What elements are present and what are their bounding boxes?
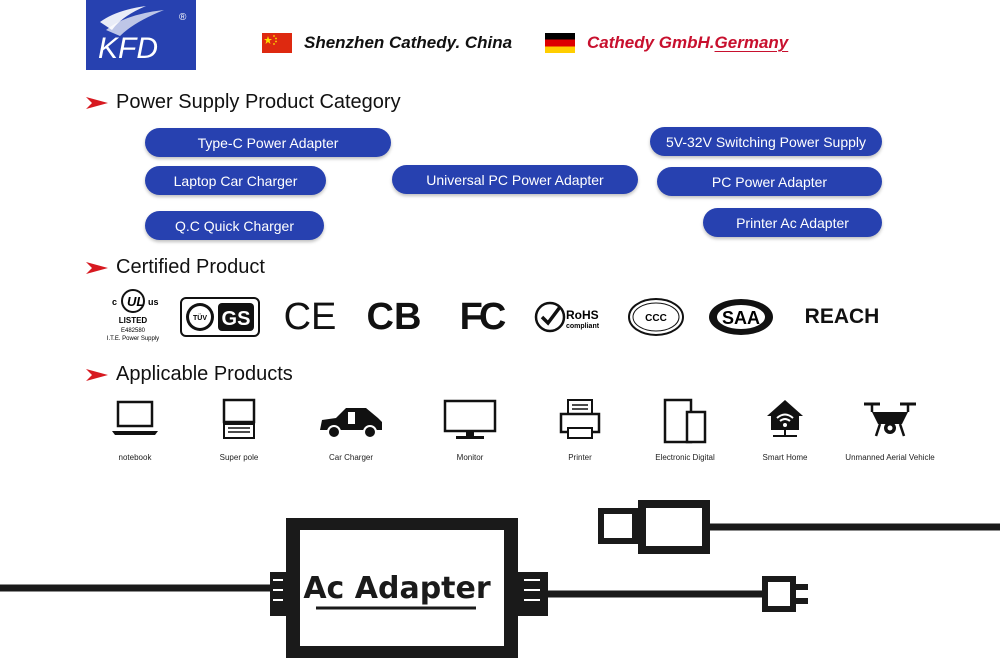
rohs-sub: compliant: [566, 323, 600, 330]
rohs-icon: RoHS compliant: [534, 301, 600, 333]
product-notebook-label: notebook: [118, 453, 152, 462]
applicable-title-text: Applicable Products: [116, 363, 293, 385]
notebook-icon: [112, 400, 158, 435]
company-china: Shenzhen Cathedy. China: [262, 33, 512, 53]
ccc-mark: CCC: [626, 292, 686, 342]
tuv-gs-icon: TÜV GS: [180, 297, 260, 337]
registered-mark: ®: [179, 12, 187, 23]
ce-mark: CE: [283, 295, 337, 338]
category-pill-switching-supply[interactable]: 5V-32V Switching Power Supply: [650, 127, 882, 156]
ul-desc: I.T.E. Power Supply: [107, 336, 159, 342]
company-germany-country: Germany: [714, 33, 789, 52]
category-pill-pc-power-adapter[interactable]: PC Power Adapter: [657, 167, 882, 196]
svg-text:UL: UL: [127, 294, 144, 309]
category-pill-type-c[interactable]: Type-C Power Adapter: [145, 128, 391, 157]
saa-icon: SAA: [709, 299, 773, 335]
ul-logo-icon: UL c us LISTED E482580 I.T.E. Power Supp…: [107, 289, 159, 342]
rohs-mark: RoHS compliant: [534, 292, 606, 342]
logo-text: KFD: [98, 32, 158, 65]
red-arrow-icon: [86, 261, 108, 274]
gs-text: GS: [222, 308, 251, 330]
product-monitor: Monitor: [415, 398, 525, 462]
ul-listed-mark: UL c us LISTED E482580 I.T.E. Power Supp…: [98, 288, 168, 344]
monitor-icon: [443, 399, 497, 439]
tablet-phone-icon: [663, 398, 707, 444]
product-smart-home: Smart Home: [730, 398, 840, 462]
category-section-title: Power Supply Product Category: [86, 91, 401, 114]
ul-file: E482580: [121, 328, 146, 334]
product-super-pole-label: Super pole: [219, 453, 259, 462]
category-pill-universal-pc[interactable]: Universal PC Power Adapter: [392, 165, 638, 194]
strain-relief-left: [270, 572, 286, 616]
product-car-charger: Car Charger: [296, 398, 406, 462]
electric-car-icon: [320, 408, 382, 439]
printer-icon: [559, 399, 601, 439]
tuv-gs-mark: TÜV GS: [180, 292, 260, 342]
product-smart-home-label: Smart Home: [762, 453, 808, 462]
ul-us: us: [148, 297, 159, 307]
cb-mark: CB: [366, 295, 422, 338]
ul-c: c: [112, 297, 117, 307]
product-car-charger-label: Car Charger: [328, 453, 373, 462]
applicable-section-title: Applicable Products: [86, 363, 293, 386]
reach-mark: REACH: [804, 305, 880, 328]
adapter-label: Ac Adapter: [303, 571, 491, 606]
company-china-name: Shenzhen Cathedy. China: [304, 33, 513, 52]
product-uav: Unmanned Aerial Vehicle: [835, 398, 945, 462]
smart-home-icon: [767, 400, 803, 437]
ccc-icon: CCC: [628, 298, 684, 336]
china-flag-icon: [262, 33, 292, 53]
red-arrow-icon: [86, 96, 108, 109]
company-germany-name: Cathedy GmbH.: [587, 33, 715, 52]
category-title-text: Power Supply Product Category: [116, 91, 401, 113]
germany-flag-icon: [545, 33, 575, 53]
product-printer-label: Printer: [568, 453, 592, 462]
certified-section-title: Certified Product: [86, 256, 265, 279]
product-printer: Printer: [525, 398, 635, 462]
product-electronic-digital: Electronic Digital: [630, 398, 740, 462]
category-pill-qc-quick-charger[interactable]: Q.C Quick Charger: [145, 211, 324, 240]
product-uav-label: Unmanned Aerial Vehicle: [845, 453, 935, 462]
tablet-keyboard-icon: [222, 398, 256, 439]
company-germany: Cathedy GmbH. Germany: [545, 33, 788, 53]
ul-listed: LISTED: [119, 316, 148, 325]
red-arrow-icon: [86, 368, 108, 381]
fcc-mark: FC: [459, 295, 507, 338]
drone-icon: [864, 402, 916, 437]
product-super-pole: Super pole: [184, 398, 294, 462]
product-monitor-label: Monitor: [456, 453, 484, 462]
ac-adapter-illustration: Ac Adapter: [0, 500, 1000, 658]
saa-text: SAA: [722, 308, 760, 328]
tuv-text: TÜV: [193, 313, 207, 322]
ccc-text: CCC: [645, 313, 667, 324]
strain-relief-right: [518, 572, 548, 616]
certified-title-text: Certified Product: [116, 256, 265, 278]
saa-mark: SAA: [706, 292, 776, 342]
brand-logo: KFD ®: [86, 0, 196, 70]
rohs-text: RoHS: [566, 308, 599, 322]
product-notebook: notebook: [80, 398, 190, 462]
product-electronic-digital-label: Electronic Digital: [655, 453, 715, 462]
kfd-logo-mark: KFD ®: [98, 6, 187, 65]
category-pill-laptop-car-charger[interactable]: Laptop Car Charger: [145, 166, 326, 195]
category-pill-printer-adapter[interactable]: Printer Ac Adapter: [703, 208, 882, 237]
